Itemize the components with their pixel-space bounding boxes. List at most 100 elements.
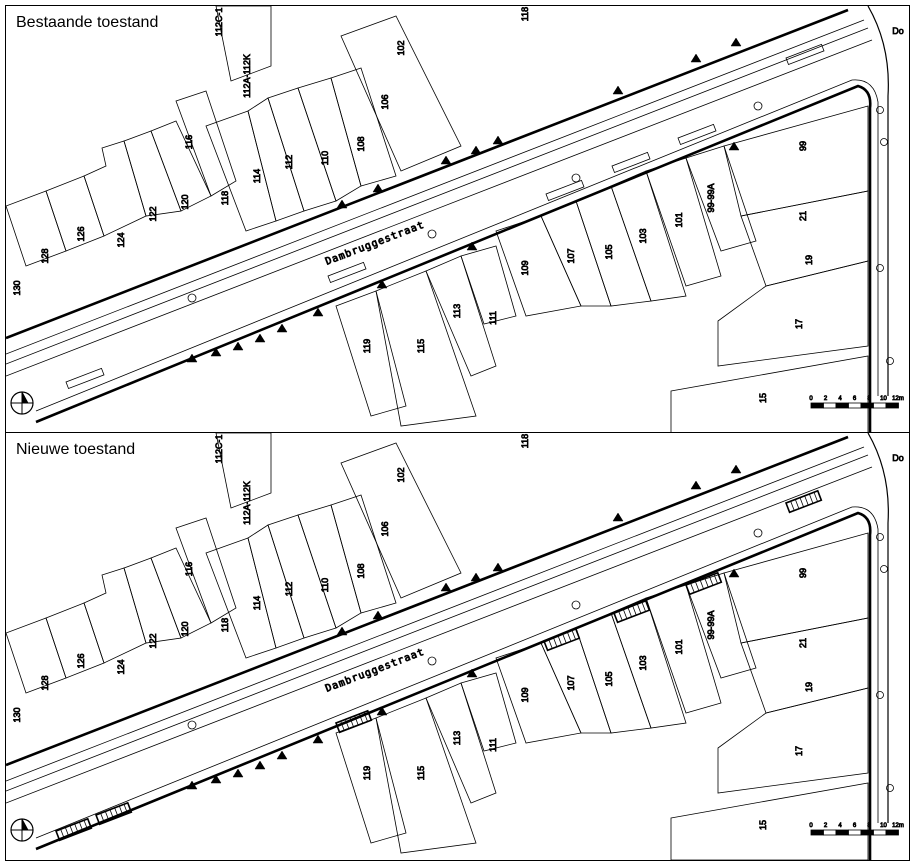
carriageway-line bbox=[6, 446, 865, 782]
house-number-label: 99-99A bbox=[706, 610, 716, 639]
bicycle-rack-icon bbox=[376, 279, 388, 289]
house-number-label: 21 bbox=[798, 638, 808, 648]
rack-outline bbox=[612, 599, 651, 624]
carriageway-line bbox=[6, 454, 869, 792]
bicycle-rack-icon bbox=[492, 562, 504, 572]
bicycle-rack-icon bbox=[728, 568, 740, 578]
house-number-label: 103 bbox=[638, 655, 648, 670]
bicycle-rack-icon bbox=[336, 199, 348, 209]
house-number-label: 109 bbox=[520, 687, 530, 702]
rack-bar bbox=[632, 605, 637, 616]
scale-bar-tick: 2 bbox=[824, 823, 828, 829]
tree-icon bbox=[427, 229, 437, 239]
bicycle-rack-icon bbox=[690, 480, 702, 490]
rack-bar bbox=[344, 719, 350, 729]
parcel-outline bbox=[6, 617, 67, 694]
rack-bar bbox=[694, 581, 700, 591]
bicycle-rack-box bbox=[542, 627, 581, 652]
edge-label: Do bbox=[892, 26, 904, 36]
bicycle-rack-icon bbox=[336, 626, 348, 636]
house-number-label: 114 bbox=[252, 596, 262, 610]
rack-bar bbox=[699, 579, 704, 590]
bicycle-rack-icon bbox=[730, 464, 742, 474]
scale-bar-segment bbox=[823, 829, 837, 836]
rack-bar bbox=[790, 501, 795, 511]
house-number-label: 112A-112K bbox=[242, 481, 252, 525]
tree-icon bbox=[876, 533, 884, 541]
scale-bar-segment bbox=[810, 402, 824, 409]
street-name-label: Dambruggestraat bbox=[324, 647, 426, 695]
parcel-outline bbox=[645, 584, 722, 714]
house-number-label: 101 bbox=[674, 639, 684, 654]
scale-bar-segment bbox=[885, 402, 899, 409]
scale-bar-segment bbox=[885, 829, 899, 836]
house-number-label: 124 bbox=[116, 232, 126, 247]
parcel-outline bbox=[267, 87, 337, 212]
scale-bar-tick: 4 bbox=[838, 396, 842, 402]
rack-outline bbox=[785, 43, 825, 66]
parcel-outline bbox=[740, 617, 869, 714]
house-number-label: 17 bbox=[794, 319, 804, 329]
north-arrow-icon bbox=[10, 818, 34, 842]
bicycle-rack-icon bbox=[254, 760, 266, 770]
parcel-outline bbox=[610, 170, 687, 302]
rack-bar bbox=[340, 721, 345, 731]
parcel-outline bbox=[45, 175, 105, 252]
rack-bar bbox=[363, 712, 368, 722]
rack-bar bbox=[104, 811, 110, 821]
parcel-outline bbox=[175, 90, 237, 197]
bicycle-rack-box bbox=[94, 801, 133, 826]
house-number-label: 120 bbox=[180, 194, 190, 209]
bicycle-rack-icon bbox=[232, 768, 244, 778]
parcel-outline bbox=[215, 6, 272, 82]
bicycle-rack-icon bbox=[254, 333, 266, 343]
house-number-label: 120 bbox=[180, 621, 190, 636]
parcel-outline bbox=[6, 190, 67, 267]
rack-outline bbox=[542, 627, 581, 652]
house-number-label: 106 bbox=[380, 521, 390, 536]
north-arrow-head bbox=[21, 818, 29, 831]
rack-bar bbox=[622, 609, 628, 619]
bicycle-rack-box bbox=[545, 179, 585, 202]
scale-bar-segment bbox=[810, 829, 824, 836]
house-number-label: 112 bbox=[284, 582, 294, 596]
house-number-label: 105 bbox=[604, 671, 614, 686]
rack-bar bbox=[571, 630, 576, 640]
house-number-label: 19 bbox=[804, 255, 814, 265]
street-north-boundary bbox=[6, 435, 849, 767]
house-number-label: 122 bbox=[148, 633, 158, 648]
rack-bar bbox=[641, 602, 646, 612]
house-number-label: 102 bbox=[396, 40, 406, 55]
house-number-label: 107 bbox=[566, 248, 576, 263]
rack-outline bbox=[611, 151, 651, 174]
house-number-label: 112A-112K bbox=[242, 54, 252, 98]
bicycle-rack-icon bbox=[312, 307, 324, 317]
rack-bar bbox=[64, 827, 70, 837]
parcel-outline bbox=[645, 157, 722, 287]
parcel-outline bbox=[740, 190, 869, 287]
rack-bar bbox=[114, 807, 119, 818]
parcel-outline bbox=[205, 110, 277, 232]
parcel-outline bbox=[540, 627, 612, 734]
rack-bar bbox=[60, 829, 65, 839]
house-number-label: 116 bbox=[184, 562, 194, 576]
rack-bar bbox=[562, 633, 567, 644]
house-number-label: 19 bbox=[804, 682, 814, 692]
bicycle-rack-box bbox=[54, 817, 93, 842]
house-number-label: 109 bbox=[520, 260, 530, 275]
house-number-label: 118 bbox=[520, 7, 530, 21]
scale-bar-segment bbox=[835, 829, 849, 836]
rack-outline bbox=[54, 817, 93, 842]
tree-icon bbox=[753, 101, 763, 111]
side-street-line bbox=[867, 433, 889, 823]
scale-bar-segment bbox=[848, 402, 862, 409]
parcel-outline bbox=[340, 15, 462, 172]
parcel-outline bbox=[297, 504, 362, 629]
carriageway-line bbox=[6, 39, 873, 377]
house-number-label: 99 bbox=[798, 141, 808, 151]
